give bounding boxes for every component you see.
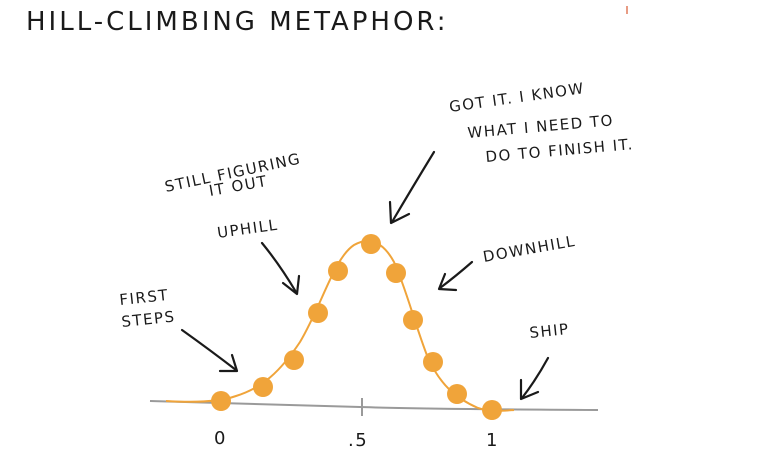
tick-label-1: 1 [486, 430, 499, 451]
diagram-title: HILL-CLIMBING METAPHOR: [26, 7, 448, 37]
ship-label: SHIP [529, 320, 571, 342]
downhill-label: DOWNHILL [482, 232, 578, 266]
first-steps-label-line2: STEPS [121, 307, 177, 331]
hill-point [447, 384, 467, 404]
hill-point [284, 350, 304, 370]
first-steps-label-line1: FIRST [119, 286, 170, 309]
ship-arrow [519, 356, 550, 401]
hill-point [253, 377, 273, 397]
hill-point [403, 310, 423, 330]
hill-point [386, 263, 406, 283]
hill-point [361, 234, 381, 254]
uphill-label: UPHILL [216, 216, 279, 242]
first-steps-arrow [180, 328, 239, 373]
hill-point [328, 261, 348, 281]
tick-label-half: .5 [348, 430, 368, 451]
uphill-arrow [260, 241, 301, 296]
downhill-arrow [437, 260, 474, 292]
got-it-label-line2: WHAT I NEED TO [467, 111, 615, 142]
hill-point [211, 391, 231, 411]
got-it-label-line1: GOT IT. I KNOW [448, 79, 586, 116]
hill-point [423, 352, 443, 372]
hill-point [308, 303, 328, 323]
got-it-label-line3: DO TO FINISH IT. [485, 135, 635, 166]
hill-points [211, 234, 502, 420]
hill-point [482, 400, 502, 420]
tick-label-0: 0 [214, 428, 227, 449]
got-it-arrow [388, 150, 436, 225]
